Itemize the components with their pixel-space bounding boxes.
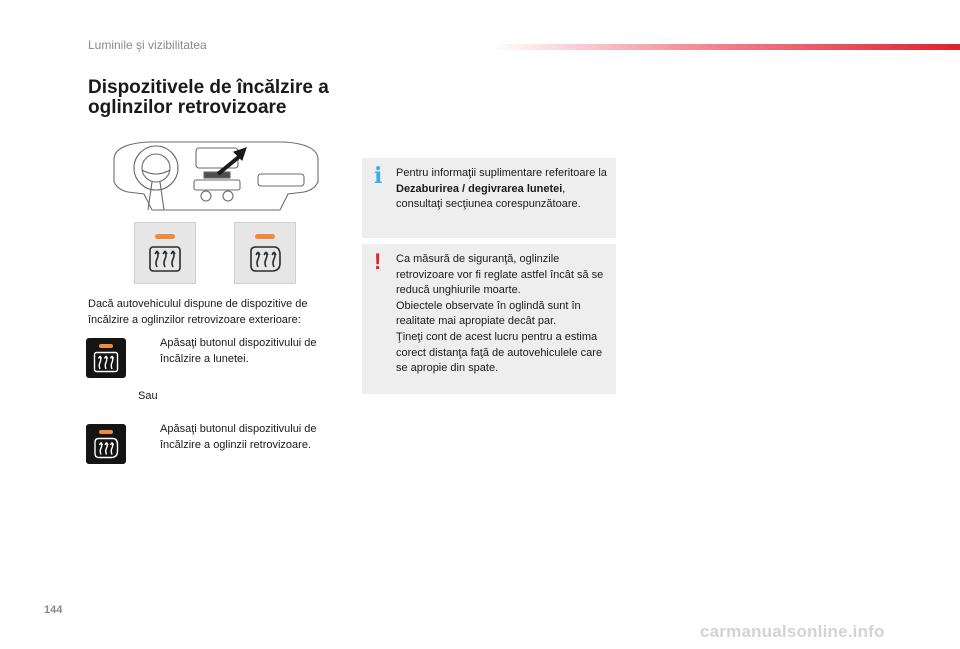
warning-icon: !	[374, 249, 382, 274]
mirror-defrost-icon	[94, 437, 119, 459]
info-icon: i	[374, 163, 383, 189]
page-number: 144	[44, 604, 63, 616]
step-text: Apăsaţi butonul dispozitivului de încălz…	[160, 423, 317, 451]
warning-line: Ca măsură de siguranţă, oglinzile retrov…	[396, 253, 604, 297]
mirror-defrost-icon	[250, 246, 281, 272]
mirror-defrost-button-panel	[234, 222, 296, 284]
warning-line: Obiectele observate în oglindă sunt în r…	[396, 299, 581, 328]
indicator-led	[99, 430, 113, 434]
warning-note: ! Ca măsură de siguranţă, oglinzile retr…	[362, 244, 616, 394]
info-note-text-end: , consultaţi secţiunea corespunzătoare.	[396, 182, 581, 211]
indicator-led	[255, 234, 275, 239]
rear-defrost-icon	[149, 246, 181, 272]
indicator-led	[155, 234, 175, 239]
info-note-link: Dezaburirea / degivrarea lunetei	[396, 182, 563, 195]
intro-text: Dacă autovehiculul dispune de dispozitiv…	[88, 298, 308, 326]
rear-defrost-icon	[93, 351, 119, 373]
header-title: Luminile şi vizibilitatea	[88, 38, 207, 52]
indicator-led	[99, 344, 113, 348]
page-title: Dispozitivele de încălzire a oglinzilor …	[88, 77, 329, 118]
rear-defrost-button	[86, 338, 126, 378]
warning-line: Ţineţi cont de acest lucru pentru a esti…	[396, 330, 603, 375]
info-note-text: Pentru informaţii suplimentare referitoa…	[396, 167, 607, 179]
watermark: carmanualsonline.info	[700, 622, 885, 641]
header-accent-bar	[490, 44, 960, 50]
rear-defrost-button-panel	[134, 222, 196, 284]
or-label: Sau	[138, 390, 158, 402]
dashboard-illustration-icon	[113, 141, 319, 211]
step-text: Apăsaţi butonul dispozitivului de încălz…	[160, 337, 317, 365]
mirror-defrost-button	[86, 424, 126, 464]
info-note: i Pentru informaţii suplimentare referit…	[362, 158, 616, 238]
